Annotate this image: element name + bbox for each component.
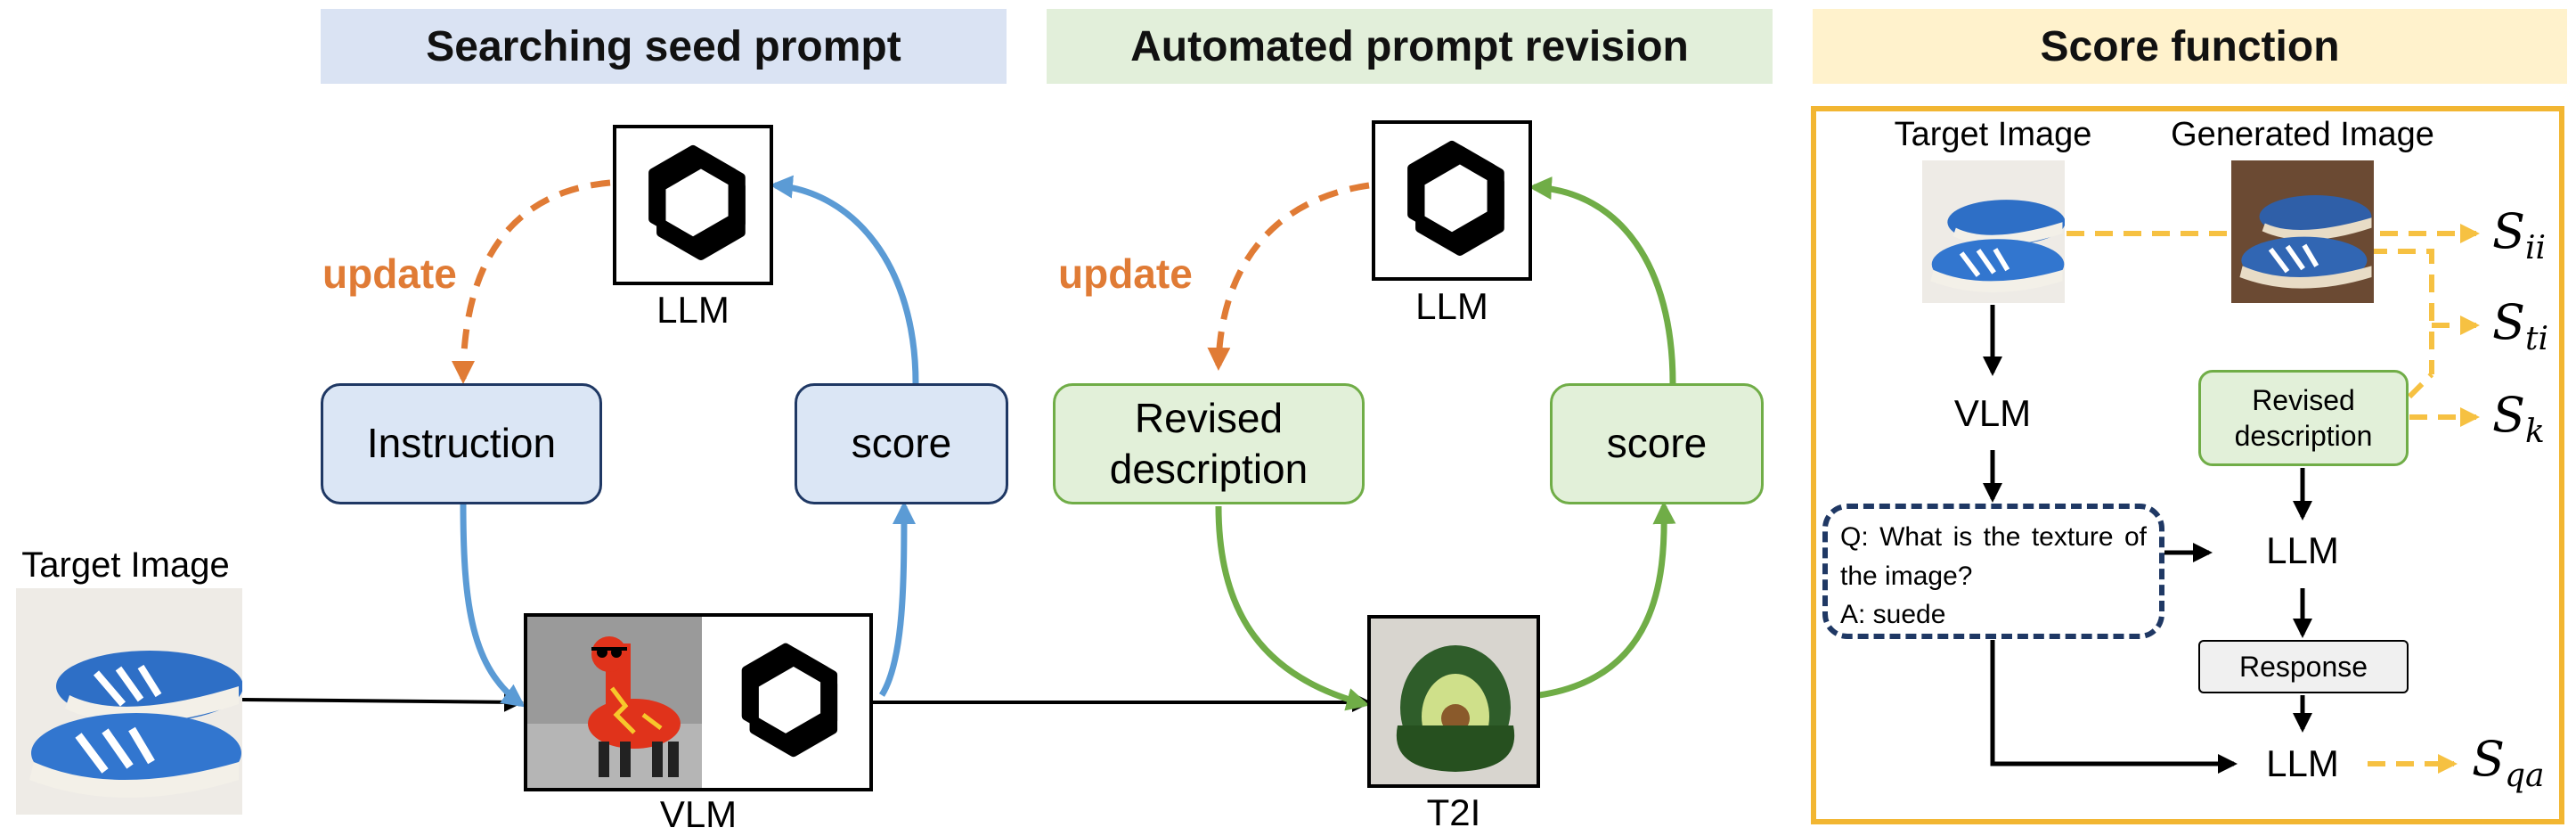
section-header-seed: Searching seed prompt — [321, 9, 1007, 84]
response-box: Response — [2198, 640, 2409, 693]
arrow-llm-to-instruction — [452, 179, 611, 384]
llama-character-icon — [527, 617, 702, 788]
llm-label-seed: LLM — [656, 289, 730, 331]
llm-label-revision: LLM — [1415, 285, 1488, 327]
score-s-ii: Sii — [2492, 203, 2547, 266]
qa-question: Q: What is the texture of the image? — [1840, 522, 2147, 591]
llm-logo-revision — [1372, 120, 1532, 281]
score-box-revision: score — [1550, 383, 1764, 504]
revised-description-box-sf: Revised description — [2198, 370, 2409, 466]
arrow-instruction-to-vlm — [460, 503, 526, 708]
section-header-revision: Automated prompt revision — [1047, 9, 1773, 84]
openai-logo-icon — [741, 643, 838, 758]
section-header-score: Score function — [1813, 9, 2567, 84]
t2i-label: T2I — [1426, 791, 1481, 833]
update-label-seed: update — [322, 250, 457, 297]
vlm-image — [524, 613, 873, 791]
score-function-frame — [1811, 106, 2564, 824]
openai-logo-icon — [1407, 140, 1504, 256]
arrow-vlm-to-score — [878, 501, 916, 697]
llm-label-sf-1: LLM — [2266, 529, 2339, 571]
arrow-score-to-llm-mid — [1528, 176, 1676, 384]
score-box-seed: score — [795, 383, 1008, 504]
t2i-image — [1367, 615, 1540, 788]
score-s-qa: Sqa — [2472, 731, 2545, 794]
sneaker-image — [2231, 160, 2374, 303]
generated-image-label-sf: Generated Image — [2171, 116, 2434, 153]
target-image — [16, 588, 242, 815]
llm-logo-seed — [613, 125, 773, 285]
score-s-ti: Sti — [2492, 294, 2548, 357]
qa-answer: A: suede — [1840, 600, 1946, 629]
openai-logo-icon — [648, 144, 746, 260]
instruction-box: Instruction — [321, 383, 602, 504]
arrow-revised-to-t2i — [1215, 505, 1370, 711]
generated-image-sf — [2231, 160, 2374, 303]
target-image-sf — [1922, 160, 2065, 303]
arrow-qa-to-llm2 — [1990, 640, 2238, 774]
arrow-score-to-llm — [770, 175, 919, 384]
revised-description-box: Revised description — [1053, 383, 1365, 504]
score-s-k: Sk — [2492, 387, 2545, 450]
avocado-chair-icon — [1371, 619, 1537, 784]
arrow-target-to-vlm — [241, 692, 524, 712]
arrow-s-k-connector — [2407, 372, 2434, 399]
arrow-s-ti-top — [2369, 249, 2434, 374]
vlm-label-sf: VLM — [1953, 392, 2032, 434]
llm-label-sf-2: LLM — [2266, 742, 2339, 784]
qa-box: Q: What is the texture of the image? A: … — [1822, 504, 2164, 639]
arrow-t2i-to-score — [1538, 501, 1676, 699]
target-image-label-sf: Target Image — [1894, 116, 2092, 153]
arrow-llm-to-revised — [1207, 182, 1370, 371]
update-label-revision: update — [1058, 250, 1193, 297]
vlm-label-seed: VLM — [659, 793, 738, 835]
target-image-label: Target Image — [21, 545, 230, 585]
sneaker-image — [1930, 200, 2065, 293]
